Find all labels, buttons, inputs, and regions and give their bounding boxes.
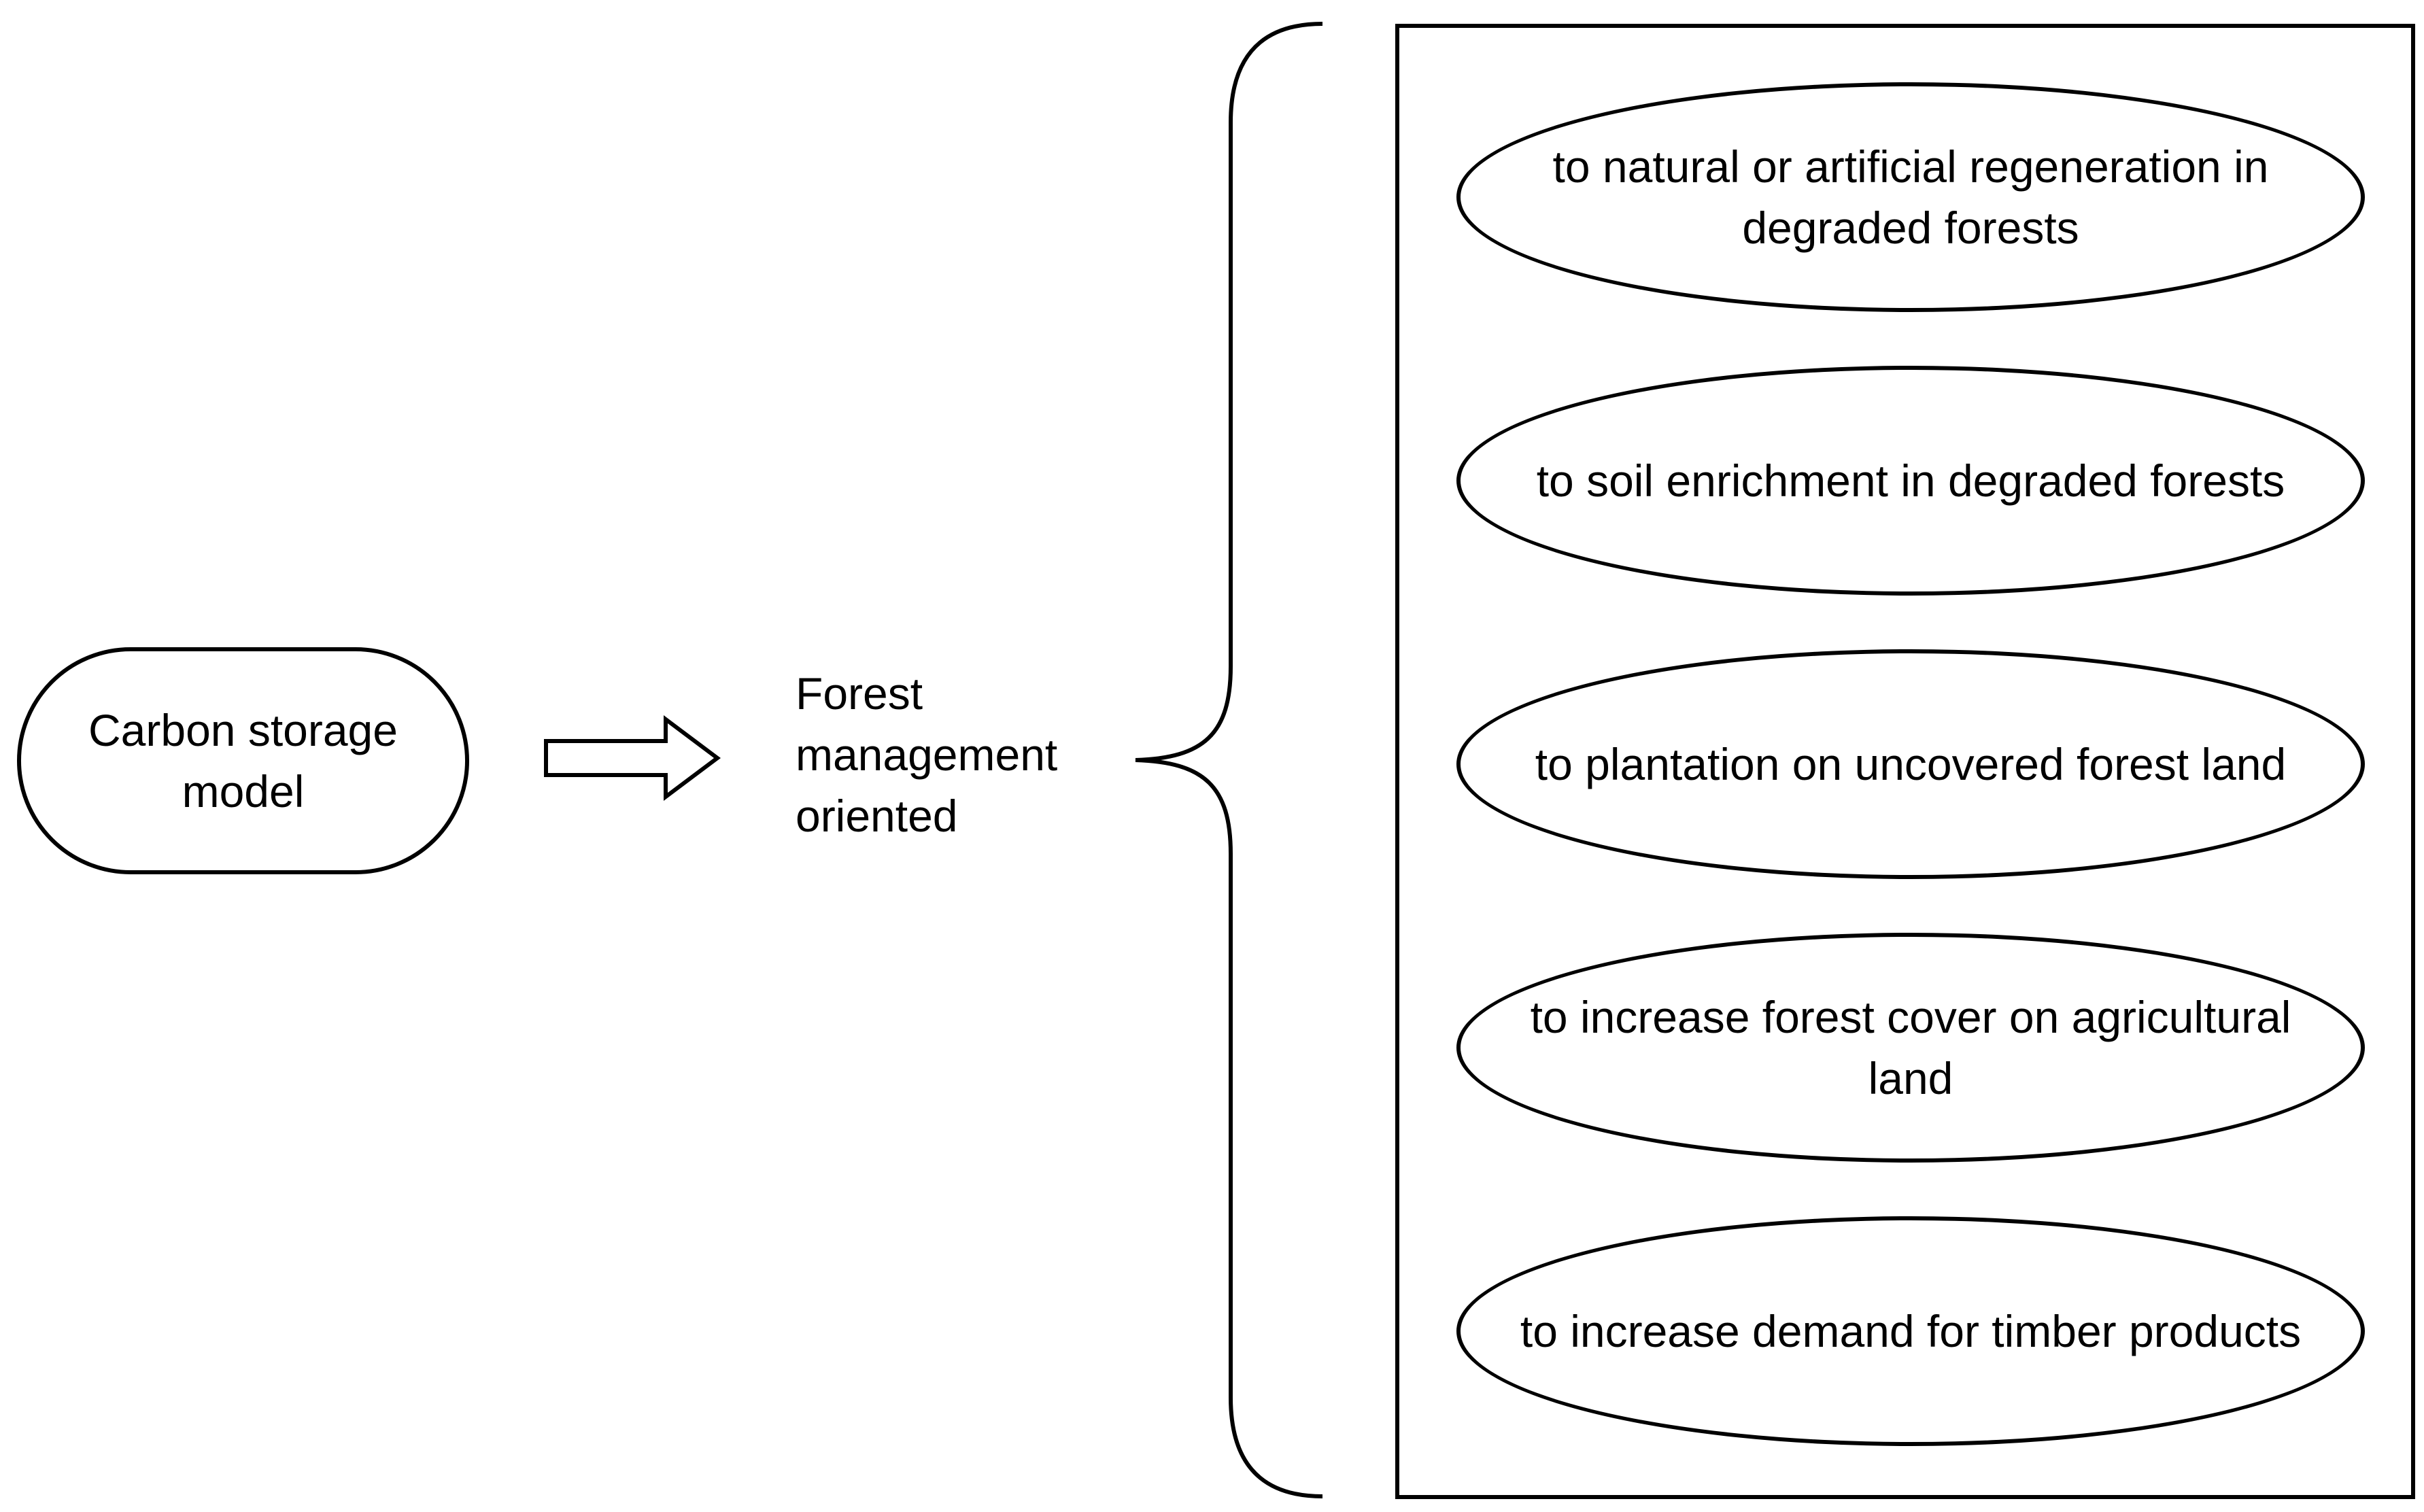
option-label: to plantation on uncovered forest land xyxy=(1535,739,2287,789)
right-arrow-icon xyxy=(544,715,721,801)
carbon-storage-model-label: Carbon storage model xyxy=(88,705,398,817)
option-label: to soil enrichment in degraded forests xyxy=(1536,456,2285,506)
arrow-shape xyxy=(544,715,721,801)
option-label: to increase demand for timber products xyxy=(1520,1306,2302,1356)
option-label: to increase forest cover on agricultural… xyxy=(1530,992,2291,1103)
orientation-options-box: to natural or artificial regeneration in… xyxy=(1395,24,2415,1499)
option-plantation: to plantation on uncovered forest land xyxy=(1456,649,2365,879)
brace-path xyxy=(1135,22,1323,1498)
forest-management-oriented-label: Forest management oriented xyxy=(796,668,1058,841)
curly-brace xyxy=(1135,22,1323,1498)
option-label: to natural or artificial regeneration in… xyxy=(1552,141,2269,253)
carbon-storage-model-node: Carbon storage model xyxy=(17,647,469,874)
option-soil-enrichment: to soil enrichment in degraded forests xyxy=(1456,366,2365,596)
option-increase-forest-cover: to increase forest cover on agricultural… xyxy=(1456,933,2365,1163)
option-increase-timber-demand: to increase demand for timber products xyxy=(1456,1216,2365,1446)
option-natural-regeneration: to natural or artificial regeneration in… xyxy=(1456,82,2365,312)
